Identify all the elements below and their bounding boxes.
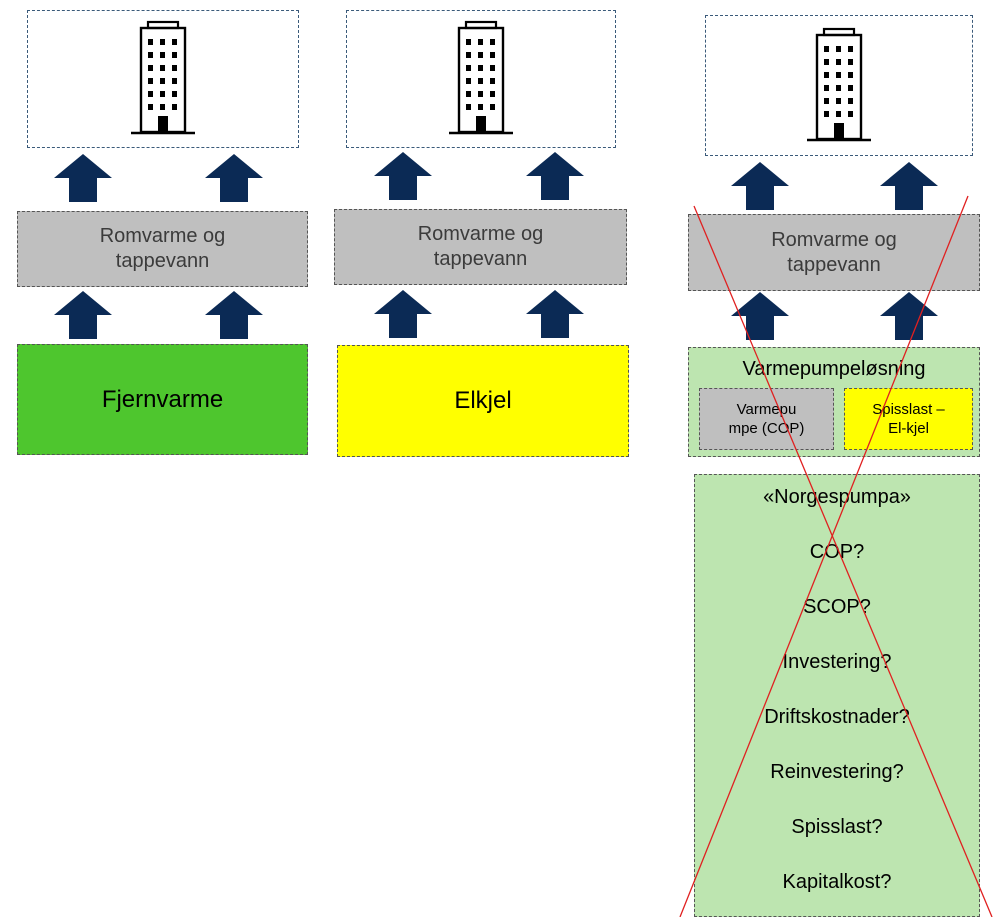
building-icon bbox=[449, 20, 513, 138]
heat-pump-cop-box: Varmepu mpe (COP) bbox=[699, 388, 834, 450]
arrow-up-icon bbox=[374, 152, 432, 200]
electric-boiler-label: Elkjel bbox=[454, 387, 512, 414]
question-item: Investering? bbox=[782, 651, 892, 673]
arrow-up-icon bbox=[205, 291, 263, 339]
heat-pump-solution-box: Varmepumpeløsning Varmepu mpe (COP) Spis… bbox=[688, 347, 980, 457]
arrow-up-icon bbox=[880, 292, 938, 340]
room-heating-box-1: Romvarme og tappevann bbox=[17, 211, 308, 287]
arrow-up-icon bbox=[374, 290, 432, 338]
building-icon bbox=[807, 27, 871, 145]
arrow-up-icon bbox=[54, 291, 112, 339]
arrow-up-icon bbox=[54, 154, 112, 202]
peak-load-label: Spisslast – El-kjel bbox=[872, 400, 945, 438]
arrow-up-icon bbox=[526, 290, 584, 338]
district-heating-label: Fjernvarme bbox=[101, 385, 224, 413]
question-item: Kapitalkost? bbox=[782, 871, 892, 893]
question-item: Driftskostnader? bbox=[764, 706, 910, 728]
heat-pump-solution-title: Varmepumpeløsning bbox=[742, 358, 926, 380]
question-item: Reinvestering? bbox=[770, 761, 904, 783]
question-item: COP? bbox=[809, 541, 865, 563]
question-item: SCOP? bbox=[803, 596, 871, 618]
room-heating-label: Romvarme og tappevann bbox=[99, 225, 226, 272]
norgespumpa-title: «Norgespumpa» bbox=[763, 486, 911, 508]
room-heating-label: Romvarme og tappevann bbox=[771, 228, 897, 276]
building-box-1 bbox=[27, 10, 299, 148]
room-heating-box-2: Romvarme og tappevann bbox=[334, 209, 627, 285]
building-box-2 bbox=[346, 10, 616, 148]
arrow-up-icon bbox=[880, 162, 938, 210]
arrow-up-icon bbox=[731, 292, 789, 340]
norgespumpa-box: «Norgespumpa» COP? SCOP? Investering? Dr… bbox=[694, 474, 980, 917]
arrow-up-icon bbox=[526, 152, 584, 200]
heat-pump-cop-label: Varmepu mpe (COP) bbox=[728, 400, 805, 438]
question-item: Spisslast? bbox=[791, 816, 883, 838]
room-heating-label: Romvarme og tappevann bbox=[417, 223, 544, 270]
electric-boiler-box: Elkjel bbox=[337, 345, 629, 457]
building-box-3 bbox=[705, 15, 973, 156]
room-heating-box-3: Romvarme og tappevann bbox=[688, 214, 980, 291]
arrow-up-icon bbox=[731, 162, 789, 210]
peak-load-box: Spisslast – El-kjel bbox=[844, 388, 973, 450]
arrow-up-icon bbox=[205, 154, 263, 202]
building-icon bbox=[131, 20, 195, 138]
district-heating-box: Fjernvarme bbox=[17, 344, 308, 455]
